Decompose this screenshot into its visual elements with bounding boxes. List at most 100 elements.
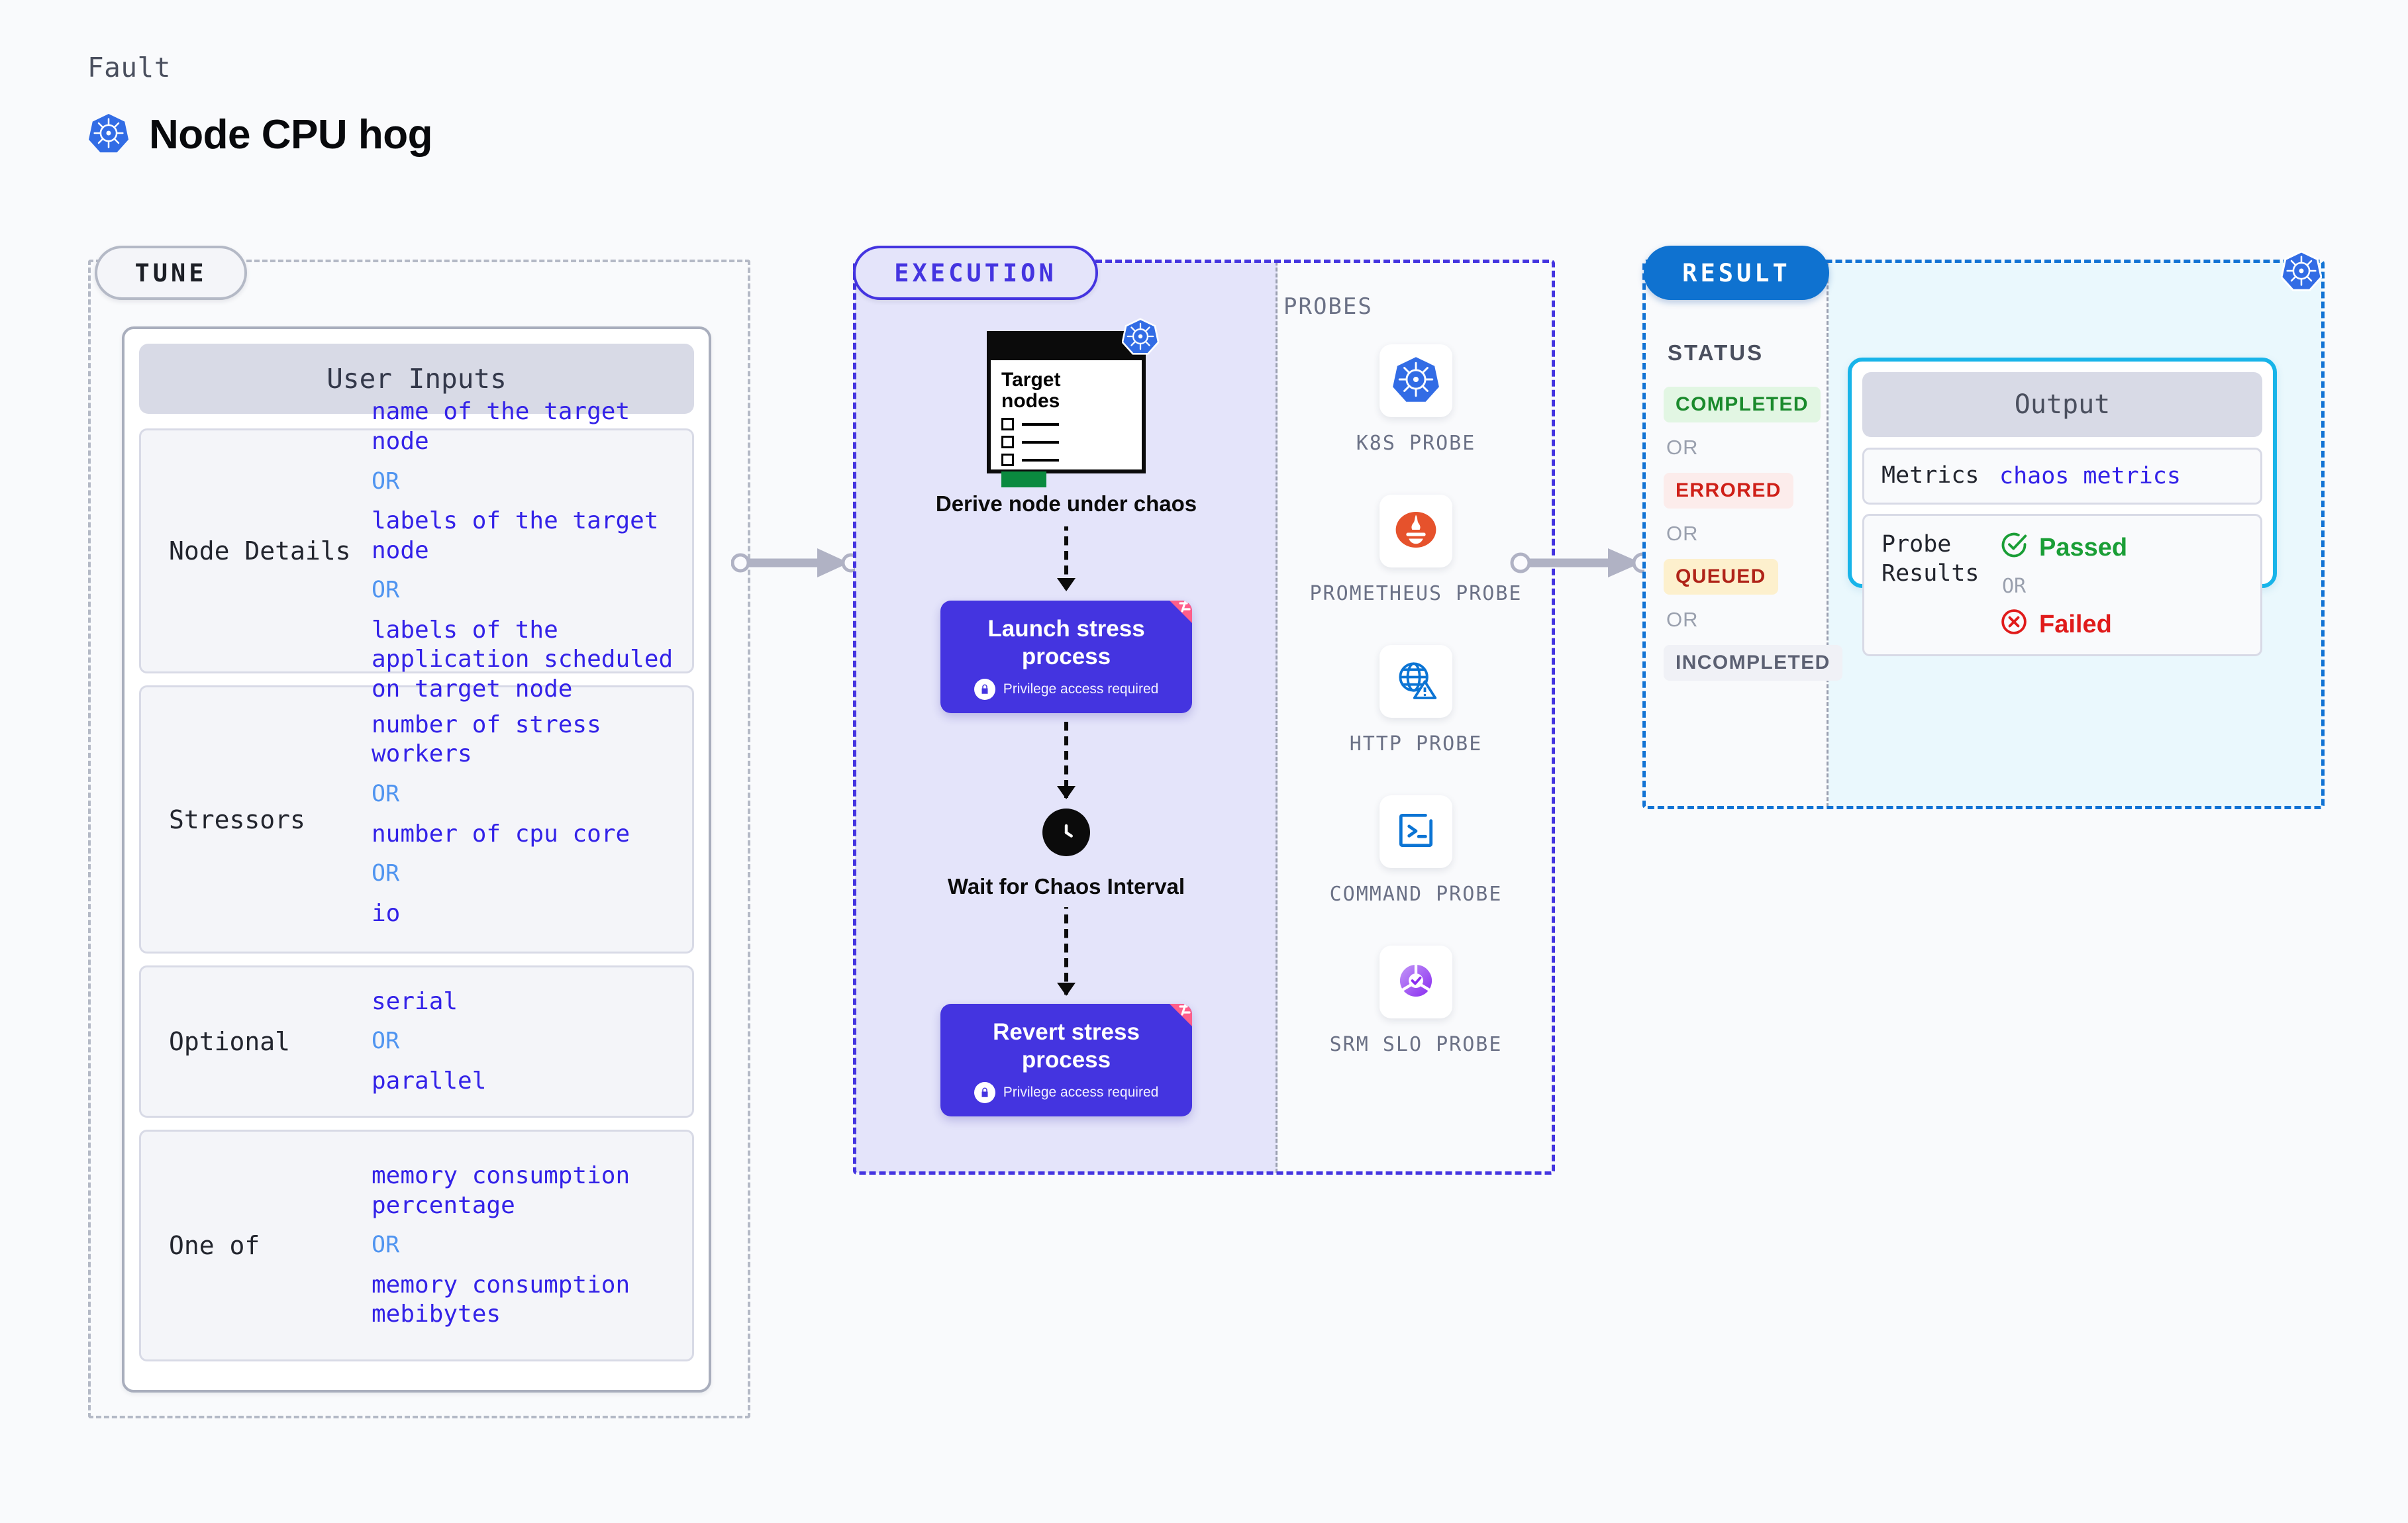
checklist-row (1001, 418, 1131, 430)
prometheus-icon (1392, 506, 1440, 557)
fault-title-row: Node CPU hog (88, 111, 432, 158)
or-separator: OR (372, 1232, 400, 1259)
lock-icon (974, 1081, 995, 1103)
kubernetes-icon (2280, 250, 2323, 295)
input-value: labels of the target node (372, 507, 659, 564)
input-value: name of the target node (372, 398, 630, 456)
terminal-icon (1394, 809, 1438, 856)
probe-result-passed: Passed (1999, 530, 2251, 565)
probe-results-label-line2: Results (1881, 560, 1980, 587)
input-value: number of cpu core (372, 820, 630, 848)
input-value: io (372, 899, 401, 927)
target-nodes-window: Target nodes (987, 318, 1160, 487)
probe-label: PROMETHEUS PROBE (1309, 582, 1523, 605)
input-value: memory consumption percentage (372, 1162, 630, 1219)
status-badge-queued: QUEUED (1664, 559, 1778, 595)
clock-icon (1042, 809, 1090, 857)
probe-tile (1380, 645, 1452, 718)
or-separator: OR (1666, 436, 1699, 459)
input-value: memory consumption mebibytes (372, 1271, 630, 1328)
step-privilege-text: Privilege access required (1003, 1084, 1159, 1100)
http-globe-warning-icon (1392, 656, 1440, 707)
probe-tile (1379, 495, 1452, 567)
window-title: Target nodes (1001, 369, 1131, 411)
probe-label: COMMAND PROBE (1329, 883, 1503, 906)
kubernetes-icon (1392, 356, 1440, 407)
or-separator: OR (372, 467, 400, 495)
probe-item-k8s[interactable]: K8S PROBE (1356, 344, 1476, 456)
step-privilege-text: Privilege access required (1003, 681, 1159, 697)
output-row-label: Probe Results (1874, 530, 1999, 589)
page-title: Node CPU hog (149, 112, 432, 158)
probes-section-label: PROBES (1283, 293, 1373, 320)
input-value: labels of the application scheduled on t… (372, 616, 674, 703)
placeholder-line (1022, 440, 1059, 444)
status-badge-incompleted: INCOMPLETED (1664, 645, 1842, 681)
checkbox-icon (1001, 454, 1014, 466)
or-separator: OR (1666, 608, 1699, 631)
input-row-label: One of (169, 1231, 260, 1260)
kubernetes-icon (88, 113, 129, 157)
or-separator: OR (372, 781, 400, 808)
tune-section-pill: TUNE (95, 246, 247, 300)
output-row-probe-results: Probe Results Passed OR (1862, 513, 2262, 656)
srm-slo-icon (1393, 958, 1439, 1007)
user-inputs-header: User Inputs (139, 344, 694, 414)
or-separator: OR (372, 1028, 400, 1055)
step-privilege-note: Privilege access required (952, 679, 1180, 701)
kubernetes-icon (1121, 318, 1160, 358)
or-separator: OR (1666, 522, 1699, 545)
probe-item-srm-slo[interactable]: SRM SLO PROBE (1330, 946, 1503, 1057)
result-status-panel-background (1644, 262, 1829, 807)
flow-arrow (1057, 718, 1076, 800)
flow-arrow (1057, 526, 1076, 592)
output-header: Output (1862, 372, 2262, 437)
input-value: parallel (372, 1067, 487, 1095)
check-circle-icon (1999, 530, 2029, 565)
input-row-values: serial OR parallel (372, 987, 680, 1097)
submit-bar (1001, 471, 1046, 487)
status-label: STATUS (1668, 340, 1764, 365)
probe-result-failed: Failed (1999, 607, 2251, 642)
status-list: COMPLETED OR ERRORED OR QUEUED OR INCOMP… (1664, 387, 1842, 681)
step-caption-derive-node: Derive node under chaos (935, 491, 1197, 516)
probe-results-label-line1: Probe (1881, 530, 1952, 558)
probe-tile (1380, 946, 1452, 1018)
window-title-line1: Target (1001, 369, 1061, 391)
probe-passed-label: Passed (2039, 533, 2128, 562)
step-title: Revert stress process (993, 1018, 1140, 1073)
input-row-optional: Optional serial OR parallel (139, 965, 694, 1118)
probe-item-command[interactable]: COMMAND PROBE (1330, 795, 1503, 907)
execution-flow-column: Target nodes (855, 318, 1278, 1116)
lock-icon (974, 679, 995, 701)
harness-logo-icon (1166, 1003, 1192, 1032)
probe-item-prometheus[interactable]: PROMETHEUS PROBE (1310, 495, 1523, 607)
probe-item-http[interactable]: HTTP PROBE (1350, 645, 1483, 757)
output-row-values: Passed OR Failed (1999, 530, 2251, 642)
checklist-row (1001, 454, 1131, 466)
input-row-node-details: Node Details name of the target node OR … (139, 398, 694, 703)
output-row-label: Metrics (1881, 462, 1980, 489)
window-title-line2: nodes (1001, 389, 1060, 412)
result-section (1642, 260, 2325, 809)
input-row-values: name of the target node OR labels of the… (372, 397, 680, 704)
fault-eyebrow-label: Fault (87, 52, 171, 83)
step-caption-wait-chaos: Wait for Chaos Interval (947, 874, 1185, 899)
execution-section (853, 260, 1555, 1175)
input-row-stressors: Stressors number of stress workers OR nu… (139, 685, 694, 954)
input-row-one-of: One of memory consumption percentage OR … (139, 1130, 694, 1361)
step-card-revert-stress[interactable]: Revert stress process Privilege access r… (940, 1003, 1192, 1116)
metrics-value: chaos metrics (1999, 462, 2181, 489)
status-badge-errored: ERRORED (1664, 473, 1793, 509)
probe-tile (1380, 795, 1452, 868)
placeholder-line (1022, 458, 1059, 462)
window-titlebar (991, 335, 1142, 360)
or-separator: OR (372, 860, 400, 887)
user-inputs-card: User Inputs Node Details name of the tar… (122, 326, 711, 1393)
checkbox-icon (1001, 418, 1014, 430)
step-title: Launch stress process (987, 616, 1145, 670)
input-row-values: memory consumption percentage OR memory … (372, 1161, 680, 1330)
step-card-launch-stress[interactable]: Launch stress process Privilege access r… (940, 601, 1192, 714)
output-row-values: chaos metrics (1999, 463, 2251, 489)
